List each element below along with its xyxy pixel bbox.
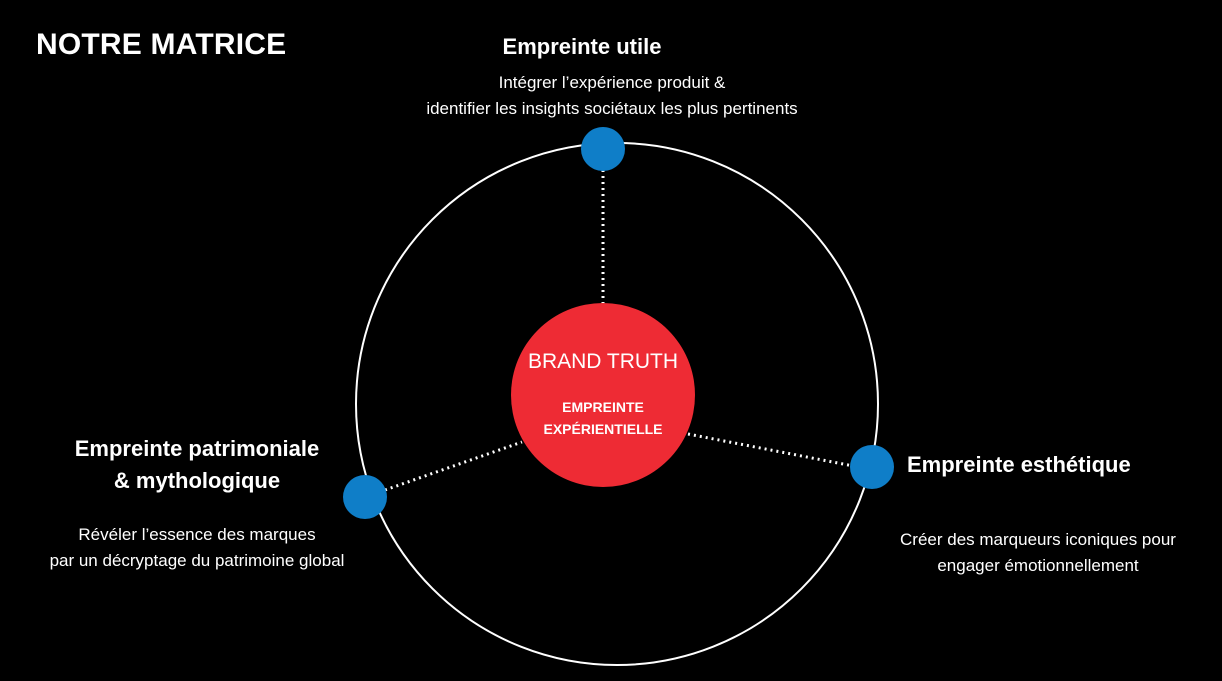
node-esthetique-desc-line1: Créer des marqueurs iconiques pour — [900, 530, 1176, 549]
node-patrimoniale-title: Empreinte patrimoniale & mythologique — [42, 433, 352, 497]
core-title: BRAND TRUTH — [527, 350, 679, 373]
node-utile-dot — [581, 127, 625, 171]
core-subtitle: EMPREINTE EXPÉRIENTIELLE — [511, 396, 695, 440]
core-subtitle-line2: EXPÉRIENTIELLE — [543, 421, 663, 437]
node-utile-desc-line2: identifier les insights sociétaux les pl… — [426, 99, 798, 118]
node-esthetique-desc-line2: engager émotionnellement — [937, 556, 1139, 575]
page-title: NOTRE MATRICE — [36, 28, 287, 61]
node-esthetique-title: Empreinte esthétique — [907, 452, 1131, 477]
connector-esthetique — [687, 432, 875, 472]
node-patrimoniale-desc-line1: Révéler l’essence des marques — [78, 525, 316, 544]
node-esthetique-dot — [850, 445, 894, 489]
core-circle — [511, 303, 695, 487]
node-patrimoniale-title-line1: Empreinte patrimoniale — [74, 436, 320, 461]
node-patrimoniale-dot — [343, 475, 387, 519]
node-utile-desc-line1: Intégrer l’expérience produit & — [498, 73, 726, 92]
node-utile-description: Intégrer l’expérience produit & identifi… — [352, 70, 872, 122]
core-subtitle-line1: EMPREINTE — [562, 399, 644, 415]
node-patrimoniale-desc-line2: par un décryptage du patrimoine global — [49, 551, 345, 570]
node-patrimoniale-description: Révéler l’essence des marques par un déc… — [12, 522, 382, 574]
node-patrimoniale-title-line2: & mythologique — [113, 468, 281, 493]
node-esthetique-description: Créer des marqueurs iconiques pour engag… — [868, 527, 1208, 579]
connector-patrimoniale — [384, 440, 523, 492]
node-utile-title: Empreinte utile — [502, 34, 662, 59]
